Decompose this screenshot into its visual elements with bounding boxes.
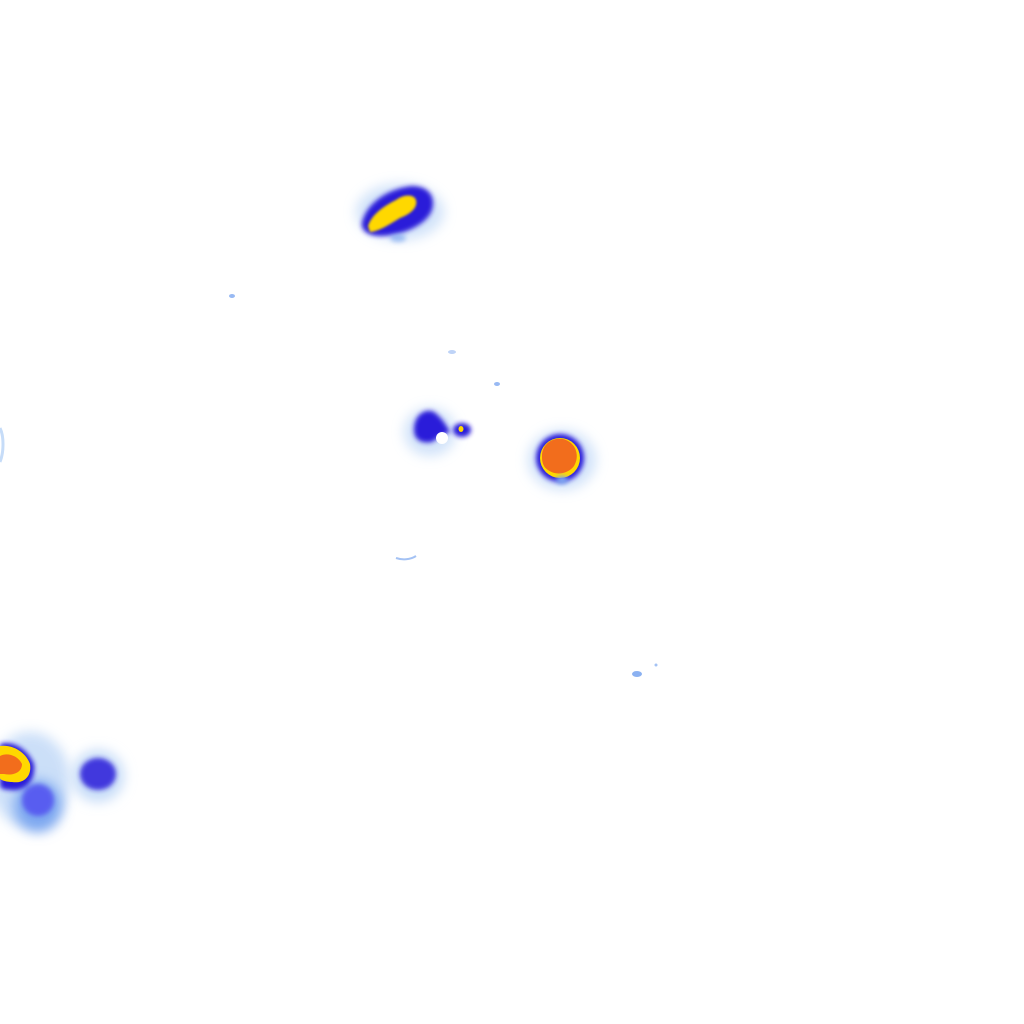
precip-cell-southwest [0, 732, 70, 832]
precip-cell-north [356, 184, 444, 242]
precip-cell-center-dot [453, 423, 471, 437]
precip-cell-southwest-east [72, 750, 124, 802]
precip-specks [0, 294, 658, 677]
precip-cell-center-left [404, 408, 456, 456]
precip-cell-center-east [528, 430, 596, 490]
